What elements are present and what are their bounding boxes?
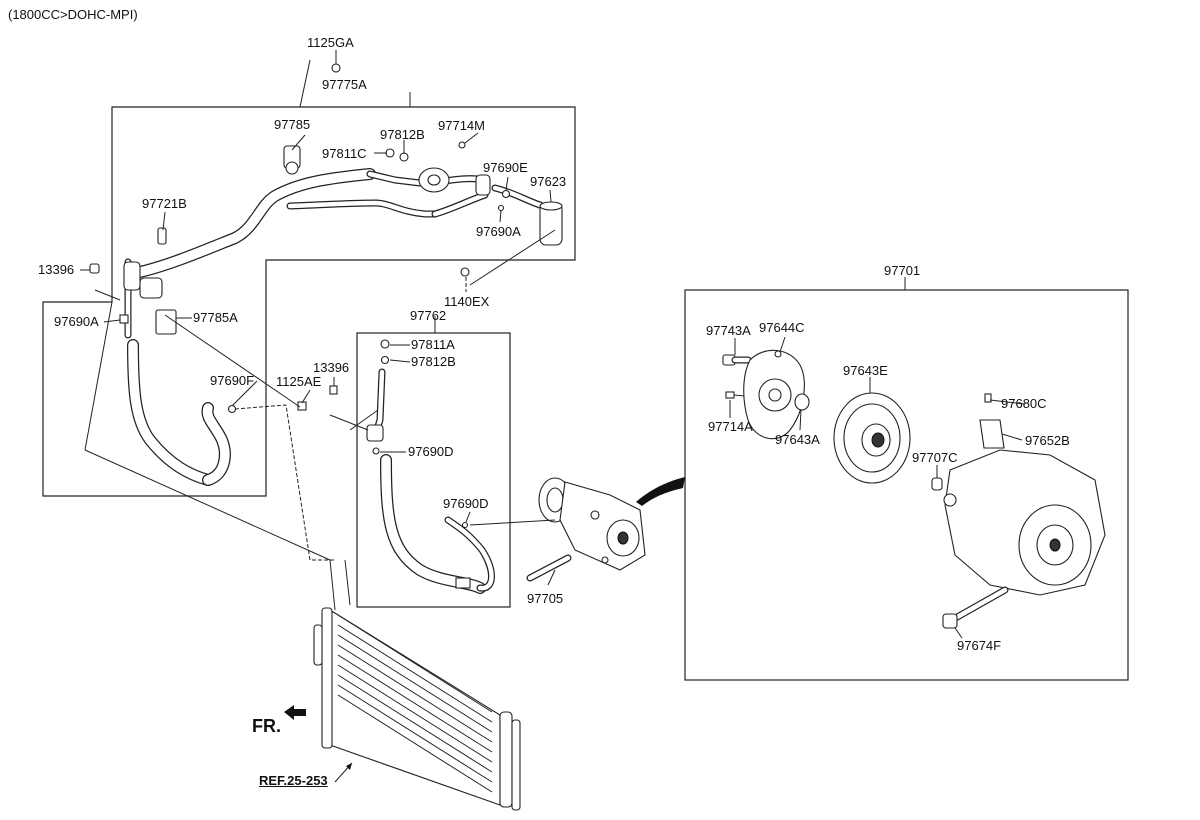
part-label-97674f[interactable]: 97674F [957,638,1002,653]
part-label-97680c[interactable]: 97680C [1001,396,1047,411]
part-label-97762[interactable]: 97762 [410,308,447,323]
part-label-97643e[interactable]: 97643E [843,363,888,378]
part-label-97811a[interactable]: 97811A [411,337,455,352]
part-label-13396-mid[interactable]: 13396 [313,360,350,375]
upper-fittings [89,63,563,414]
part-label-97690a-left[interactable]: 97690A [54,314,99,329]
detail-arrow [636,477,685,506]
part-label-97812b-mid[interactable]: 97812B [411,354,456,369]
part-label-13396-left[interactable]: 13396 [38,262,75,277]
part-label-97785a[interactable]: 97785A [193,310,238,325]
part-label-97714m[interactable]: 97714M [438,118,485,133]
part-label-97811c[interactable]: 97811C [322,146,367,161]
part-label-97743a[interactable]: 97743A [706,323,751,338]
part-label-97652b[interactable]: 97652B [1025,433,1070,448]
compressor-assembly-frame [684,289,1129,681]
part-label-97707c[interactable]: 97707C [912,450,958,465]
compressor-small [538,477,646,571]
part-label-97714a[interactable]: 97714A [708,419,753,434]
front-marker-label: FR. [252,716,281,736]
engine-spec-label: (1800CC>DOHC-MPI) [8,7,138,22]
part-label-97721b[interactable]: 97721B [142,196,187,211]
part-label-97812b-top[interactable]: 97812B [380,127,425,142]
part-label-97701[interactable]: 97701 [884,263,921,278]
part-label-1140ex[interactable]: 1140EX [444,294,490,309]
left-vertical-hose [124,258,231,486]
compressor-detail [722,349,1106,629]
leader-lines [80,50,1026,639]
part-label-97690e[interactable]: 97690E [483,160,528,175]
suction-hose [366,339,495,594]
suction-hose-frame [356,332,511,608]
part-label-1125ae[interactable]: 1125AE [276,374,322,389]
part-label-97644c[interactable]: 97644C [759,320,805,335]
part-label-97690d-upper[interactable]: 97690D [408,444,454,459]
part-label-97690f[interactable]: 97690F [210,373,255,388]
part-label-1125ga[interactable]: 1125GA [307,35,354,50]
hose-assembly-frame [42,106,576,497]
condenser [313,607,521,811]
upper-pipe-assembly [134,168,544,278]
part-label-97785[interactable]: 97785 [274,117,311,132]
front-arrow-icon [284,705,306,720]
condenser-reference-link[interactable]: REF.25-253 [259,773,328,788]
part-label-97775a[interactable]: 97775A [322,77,367,92]
part-label-97623[interactable]: 97623 [530,174,567,189]
part-label-97690d-lower[interactable]: 97690D [443,496,489,511]
part-label-97643a[interactable]: 97643A [775,432,820,447]
part-label-97705[interactable]: 97705 [527,591,564,606]
part-label-97690a-right[interactable]: 97690A [476,224,521,239]
